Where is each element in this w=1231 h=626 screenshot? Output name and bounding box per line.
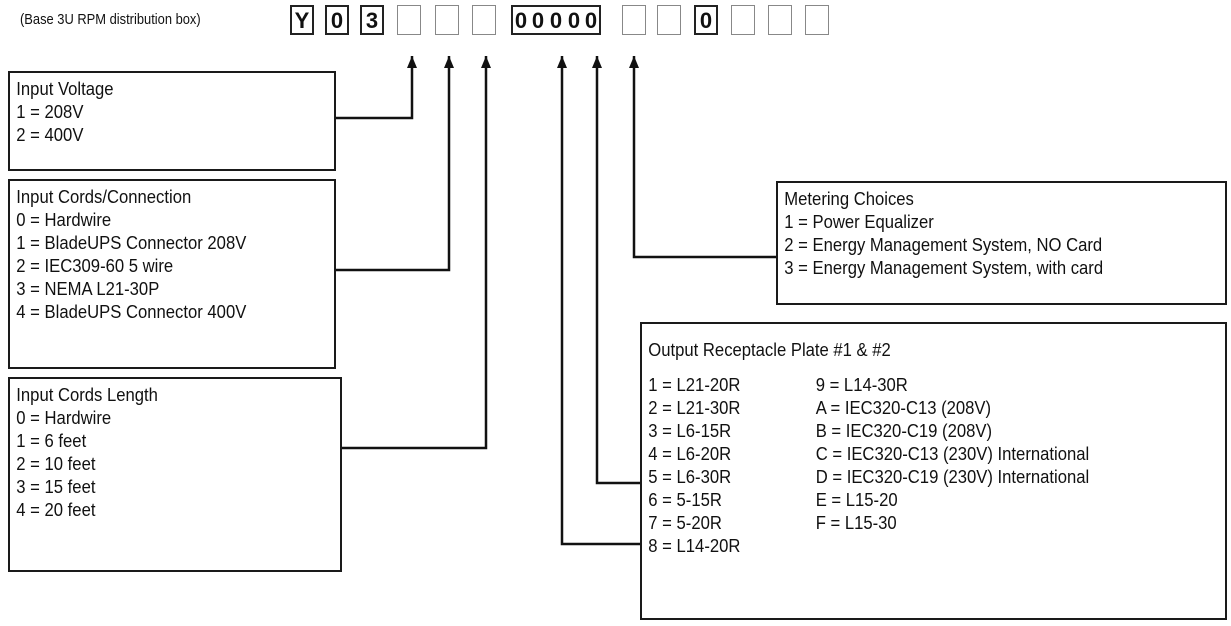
input-cords-length-option: 0 = Hardwire [16, 407, 112, 428]
code-cell-voltage [397, 5, 421, 35]
output-receptacle-title: Output Receptacle Plate #1 & #2 [648, 339, 891, 360]
metering-connector [629, 56, 776, 259]
receptacle-connector-1 [557, 56, 640, 546]
code-cell-7: 0 [511, 5, 529, 35]
voltage-connector [336, 56, 417, 120]
input-cords-connection-box: Input Cords/Connection 0 = Hardwire 1 = … [8, 179, 336, 369]
receptacle-option: 5 = L6-30R [648, 466, 732, 487]
receptacle-option: 3 = L6-15R [648, 420, 732, 441]
input-cords-connection-title: Input Cords/Connection [16, 186, 192, 207]
input-cords-connection-option: 1 = BladeUPS Connector 208V [16, 232, 247, 253]
code-cell-metering [657, 5, 681, 35]
receptacle-option: 7 = 5-20R [648, 512, 722, 533]
code-cell-9: 0 [547, 5, 565, 35]
input-cords-connection-option: 4 = BladeUPS Connector 400V [16, 301, 247, 322]
receptacle-option: 6 = 5-15R [648, 489, 722, 510]
input-cords-length-option: 2 = 10 feet [16, 453, 96, 474]
input-cords-connection-option: 0 = Hardwire [16, 209, 112, 230]
length-connector [342, 56, 491, 450]
metering-choices-title: Metering Choices [784, 188, 914, 209]
receptacle-option: D = IEC320-C19 (230V) International [815, 466, 1090, 487]
receptacle-option: E = L15-20 [815, 489, 898, 510]
diagram-caption: (Base 3U RPM distribution box) [20, 11, 201, 28]
code-cell-length [472, 5, 496, 35]
code-cell-8: 0 [529, 5, 547, 35]
metering-choices-box: Metering Choices 1 = Power Equalizer 2 =… [776, 181, 1227, 305]
code-cell-15 [731, 5, 755, 35]
receptacle-option: 4 = L6-20R [648, 443, 732, 464]
input-cords-length-option: 4 = 20 feet [16, 499, 96, 520]
metering-option: 1 = Power Equalizer [784, 211, 934, 232]
code-cell-14: 0 [694, 5, 718, 35]
code-cell-11: 0 [583, 5, 601, 35]
receptacle-connector-2 [592, 56, 640, 485]
metering-option: 3 = Energy Management System, with card [784, 257, 1104, 278]
input-cords-length-option: 1 = 6 feet [16, 430, 87, 451]
receptacle-option: 8 = L14-20R [648, 535, 741, 556]
input-voltage-box: Input Voltage 1 = 208V 2 = 400V [8, 71, 336, 171]
input-cords-length-title: Input Cords Length [16, 384, 158, 405]
input-cords-connection-option: 2 = IEC309-60 5 wire [16, 255, 174, 276]
input-voltage-title: Input Voltage [16, 78, 114, 99]
input-cords-length-option: 3 = 15 feet [16, 476, 96, 497]
code-cell-2: 0 [325, 5, 349, 35]
code-cell-3: 3 [360, 5, 384, 35]
code-cell-connection [435, 5, 459, 35]
receptacle-option: F = L15-30 [815, 512, 897, 533]
receptacle-option: 1 = L21-20R [648, 374, 741, 395]
receptacle-option: C = IEC320-C13 (230V) International [815, 443, 1090, 464]
code-cell-receptacle [622, 5, 646, 35]
code-cell-10: 0 [565, 5, 583, 35]
code-cell-1: Y [290, 5, 314, 35]
connection-connector [336, 56, 454, 272]
input-voltage-option: 1 = 208V [16, 101, 84, 122]
code-cell-17 [805, 5, 829, 35]
input-cords-length-box: Input Cords Length 0 = Hardwire 1 = 6 fe… [8, 377, 342, 572]
receptacle-option: 2 = L21-30R [648, 397, 741, 418]
metering-option: 2 = Energy Management System, NO Card [784, 234, 1103, 255]
receptacle-option: 9 = L14-30R [815, 374, 908, 395]
output-receptacle-box: Output Receptacle Plate #1 & #2 1 = L21-… [640, 322, 1227, 620]
code-cell-16 [768, 5, 792, 35]
receptacle-option: B = IEC320-C19 (208V) [815, 420, 993, 441]
receptacle-option: A = IEC320-C13 (208V) [815, 397, 992, 418]
input-cords-connection-option: 3 = NEMA L21-30P [16, 278, 160, 299]
input-voltage-option: 2 = 400V [16, 124, 84, 145]
